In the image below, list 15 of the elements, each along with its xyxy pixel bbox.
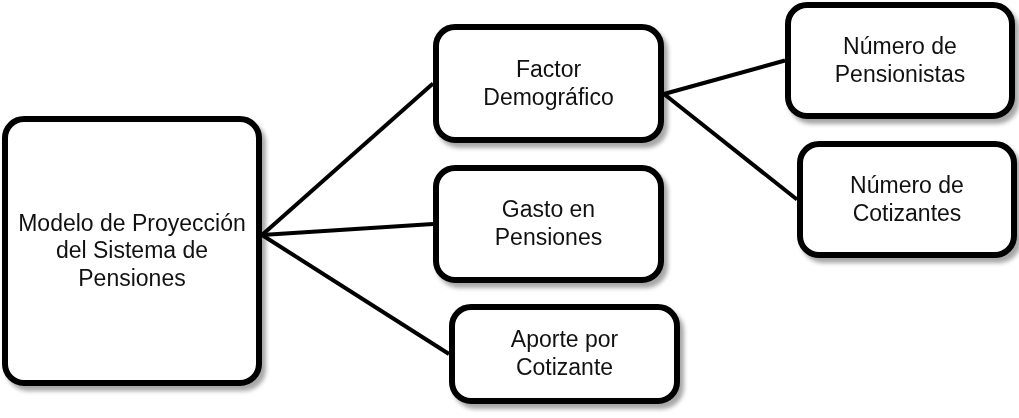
rounded-box bbox=[449, 304, 680, 404]
connector-line bbox=[662, 92, 799, 202]
rounded-box bbox=[797, 141, 1017, 258]
rounded-box bbox=[785, 2, 1015, 119]
rounded-box bbox=[433, 165, 664, 283]
box-label: Factor Demográfico bbox=[482, 55, 615, 112]
rounded-box bbox=[433, 24, 664, 143]
box-label: Modelo de Proyección del Sistema de Pensiones bbox=[18, 209, 246, 293]
connector-line bbox=[260, 233, 451, 356]
connector-line bbox=[663, 58, 786, 96]
box-label: Número de Cotizantes bbox=[849, 171, 965, 228]
rounded-box bbox=[2, 116, 262, 386]
box-label: Gasto en Pensiones bbox=[493, 196, 604, 252]
box-label: Número de Pensionistas bbox=[833, 32, 967, 89]
box-label: Aporte por Cotizante bbox=[509, 326, 620, 382]
